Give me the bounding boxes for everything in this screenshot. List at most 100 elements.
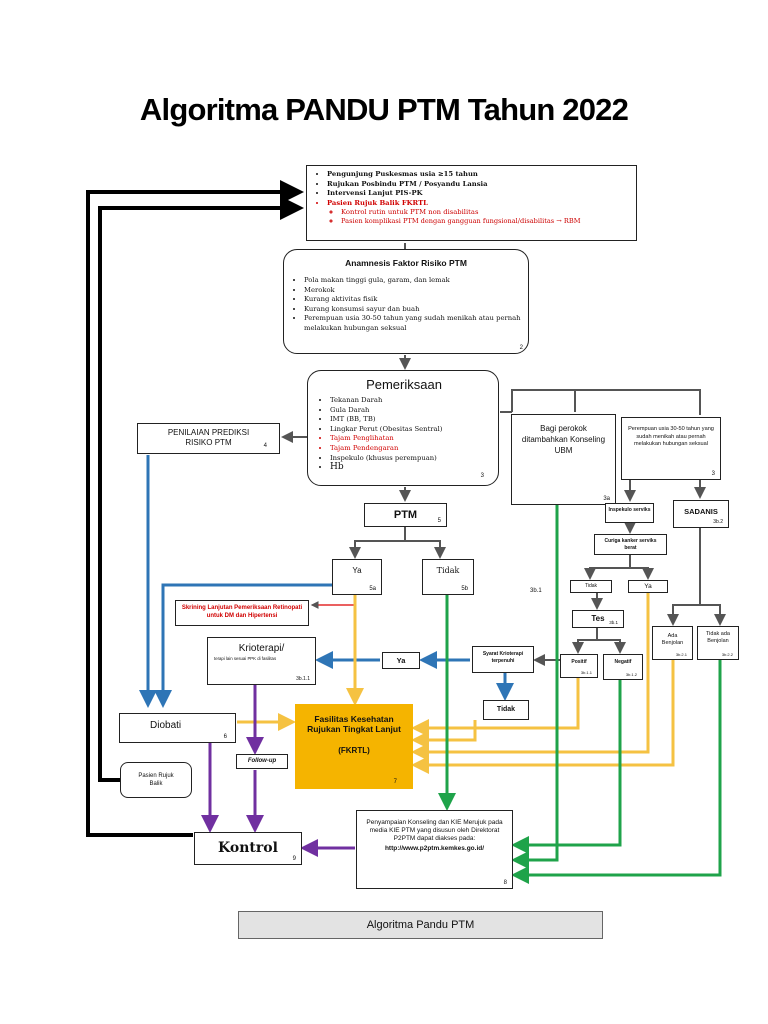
anamnesis-title: Anamnesis Faktor Risiko PTM [345, 258, 467, 268]
iva-text: Tes [591, 614, 605, 623]
node-ya-krioterapi: Ya [382, 652, 420, 669]
step-number: 6 [223, 734, 227, 740]
anamnesis-item: Kurang konsumsi sayur dan buah [304, 305, 522, 315]
step-number: 3b.1.2 [625, 672, 637, 677]
sadanis-text: SADANIS [684, 507, 718, 516]
step-number: 3b.1.1 [296, 676, 310, 682]
krioterapi-title: Krioterapi/ [238, 643, 285, 654]
node-syarat-krioterapi: Syarat Krioterapi terpenuhi [472, 646, 534, 673]
entry-sub-item: Kontrol rutin untuk PTM non disabilitas [341, 208, 632, 217]
node-tes-iva: Tes 3b.1 [572, 610, 624, 628]
entry-item: Intervensi Lanjut PIS-PK [327, 189, 632, 199]
node-pemeriksaan: Pemeriksaan Tekanan Darah Gula Darah IMT… [307, 370, 499, 486]
kontrol-return-arrow [86, 180, 304, 837]
followup-text: Follow-up [247, 758, 277, 764]
node-sadanis: SADANIS 3b.2 [673, 500, 729, 528]
fkrtl-text: Fasilitas Kesehatan Rujukan Tingkat Lanj… [307, 714, 401, 734]
ya2-text: Ya [644, 583, 652, 590]
node-perempuan: Perempuan usia 30-50 tahun yang sudah me… [621, 417, 721, 480]
step-number: 3 [480, 473, 484, 479]
anamnesis-item: Perempuan usia 30-50 tahun yang sudah me… [304, 314, 522, 333]
pemeriksaan-item: Gula Darah [330, 406, 492, 416]
node-ada-benjolan: Ada Benjolan 3b.2.1 [652, 626, 693, 660]
node-ya-ptm: Ya 5a [332, 559, 382, 595]
node-konseling-ubm: Bagi perokok ditambahkan Konseling UBM 3… [511, 414, 616, 505]
node-penilaian-risiko: PENILAIAN PREDIKSI RISIKO PTM 4 [137, 423, 280, 454]
tidak2-text: Tidak [584, 583, 598, 589]
node-tidak-krioterapi: Tidak [483, 700, 529, 720]
node-kontrol: Kontrol 9 [194, 832, 302, 865]
kontrol-text: Kontrol [218, 840, 278, 856]
rokok-text: Bagi perokok ditambahkan Konseling UBM [521, 424, 606, 455]
node-skrining-lanjutan: Skrining Lanjutan Pemeriksaan Retinopati… [175, 600, 309, 626]
entry-item-red: Pasien Rujuk Balik FKRTL [327, 199, 632, 209]
pemeriksaan-item: IMT (BB, TB) [330, 415, 492, 425]
tidak-text: Tidak [436, 566, 460, 575]
figure-caption: Algoritma Pandu PTM [238, 911, 603, 939]
kie-text: Penyampaian Konseling dan KIE Merujuk pa… [366, 819, 503, 843]
node-negatif: Negatif 3b.1.2 [603, 654, 643, 680]
node-ya-curiga: Ya [628, 580, 668, 593]
step-number: 3 [711, 471, 715, 477]
node-tidak-ada-benjolan: Tidak ada Benjolan 3b.2.2 [697, 626, 739, 660]
node-tidak-curiga: Tidak [570, 580, 612, 593]
negatif-text: Negatif [614, 659, 632, 665]
node-tidak-ptm: Tidak 5b [422, 559, 474, 595]
node-diobati: Diobati 6 [119, 713, 236, 743]
step-number: 2 [519, 345, 523, 351]
rujukbalik-return-arrow [98, 196, 304, 782]
step-number: 8 [503, 880, 507, 886]
step-number: 3b.2 [713, 519, 723, 525]
node-inspekulo: Inspekulo serviks [605, 503, 654, 523]
pemeriksaan-item-red: Tajam Penglihatan [330, 434, 492, 444]
syarat-text: Syarat Krioterapi terpenuhi [482, 651, 524, 664]
ptm-text: PTM [393, 509, 418, 521]
step-number: 4 [263, 443, 267, 449]
diobati-text: Diobati [150, 720, 182, 731]
pemeriksaan-title: Pemeriksaan [366, 377, 442, 392]
anamnesis-item: Merokok [304, 286, 522, 296]
node-krioterapi: Krioterapi/ terapi lain sesuai PPK di fa… [207, 637, 316, 685]
penilaian-text: PENILAIAN PREDIKSI RISIKO PTM [167, 428, 250, 447]
step-number: 3b.2.1 [675, 652, 687, 657]
pemeriksaan-item: Lingkar Perut (Obesitas Sentral) [330, 425, 492, 435]
perempuan-text: Perempuan usia 30-50 tahun yang sudah me… [628, 426, 714, 447]
pemeriksaan-item-hb: Hb [330, 463, 492, 473]
ya3-text: Ya [396, 656, 406, 665]
entry-item: Rujukan Posbindu PTM / Posyandu Lansia [327, 180, 632, 190]
entry-sub-item: Pasien komplikasi PTM dengan gangguan fu… [341, 217, 632, 226]
anamnesis-item: Pola makan tinggi gula, garam, dan lemak [304, 276, 522, 286]
skrining-text: Skrining Lanjutan Pemeriksaan Retinopati… [181, 605, 303, 619]
fkrtl-abbr: (FKRTL) [338, 746, 370, 755]
step-number: 3b.1 [609, 620, 618, 625]
node-kie: Penyampaian Konseling dan KIE Merujuk pa… [356, 810, 513, 889]
node-fkrtl: Fasilitas Kesehatan Rujukan Tingkat Lanj… [295, 704, 413, 789]
ya-text: Ya [352, 566, 362, 575]
anamnesis-item: Kurang aktivitas fisik [304, 295, 522, 305]
page-title: Algoritma PANDU PTM Tahun 2022 [139, 92, 629, 127]
node-positif: Positif 3b.1.1 [560, 654, 598, 678]
step-number: 7 [393, 779, 397, 785]
node-curiga-kanker: Curiga kanker serviks berat [594, 534, 667, 555]
pemeriksaan-item-red: Tajam Pendengaran [330, 444, 492, 454]
kie-url: http://www.p2ptm.kemkes.go.id/ [384, 844, 485, 852]
positif-text: Positif [571, 659, 587, 665]
step-number: 9 [292, 856, 296, 862]
step-number: 5 [437, 518, 441, 524]
rujukbalik-text: Pasien Rujuk Balik [138, 773, 174, 787]
step-number: 3b.1.1 [580, 670, 592, 675]
pemeriksaan-item: Inspekulo (khusus perempuan) [330, 454, 492, 464]
tidak3-text: Tidak [496, 706, 516, 713]
node-ptm: PTM 5 [364, 503, 447, 527]
pemeriksaan-item: Tekanan Darah [330, 396, 492, 406]
step-number: 5a [369, 586, 376, 592]
tidakada-text: Tidak ada Benjolan [706, 631, 730, 644]
step-number: 3a [603, 496, 610, 502]
krioterapi-sub: terapi lain sesuai PPK di fasilitas [214, 656, 277, 661]
node-rujuk-balik: Pasien Rujuk Balik [120, 762, 192, 798]
node-follow-up: Follow-up [236, 754, 288, 769]
inspekulo-text: Inspekulo serviks [608, 507, 651, 513]
curiga-text: Curiga kanker serviks berat [604, 538, 657, 551]
step-number: 3b.2.2 [721, 652, 733, 657]
